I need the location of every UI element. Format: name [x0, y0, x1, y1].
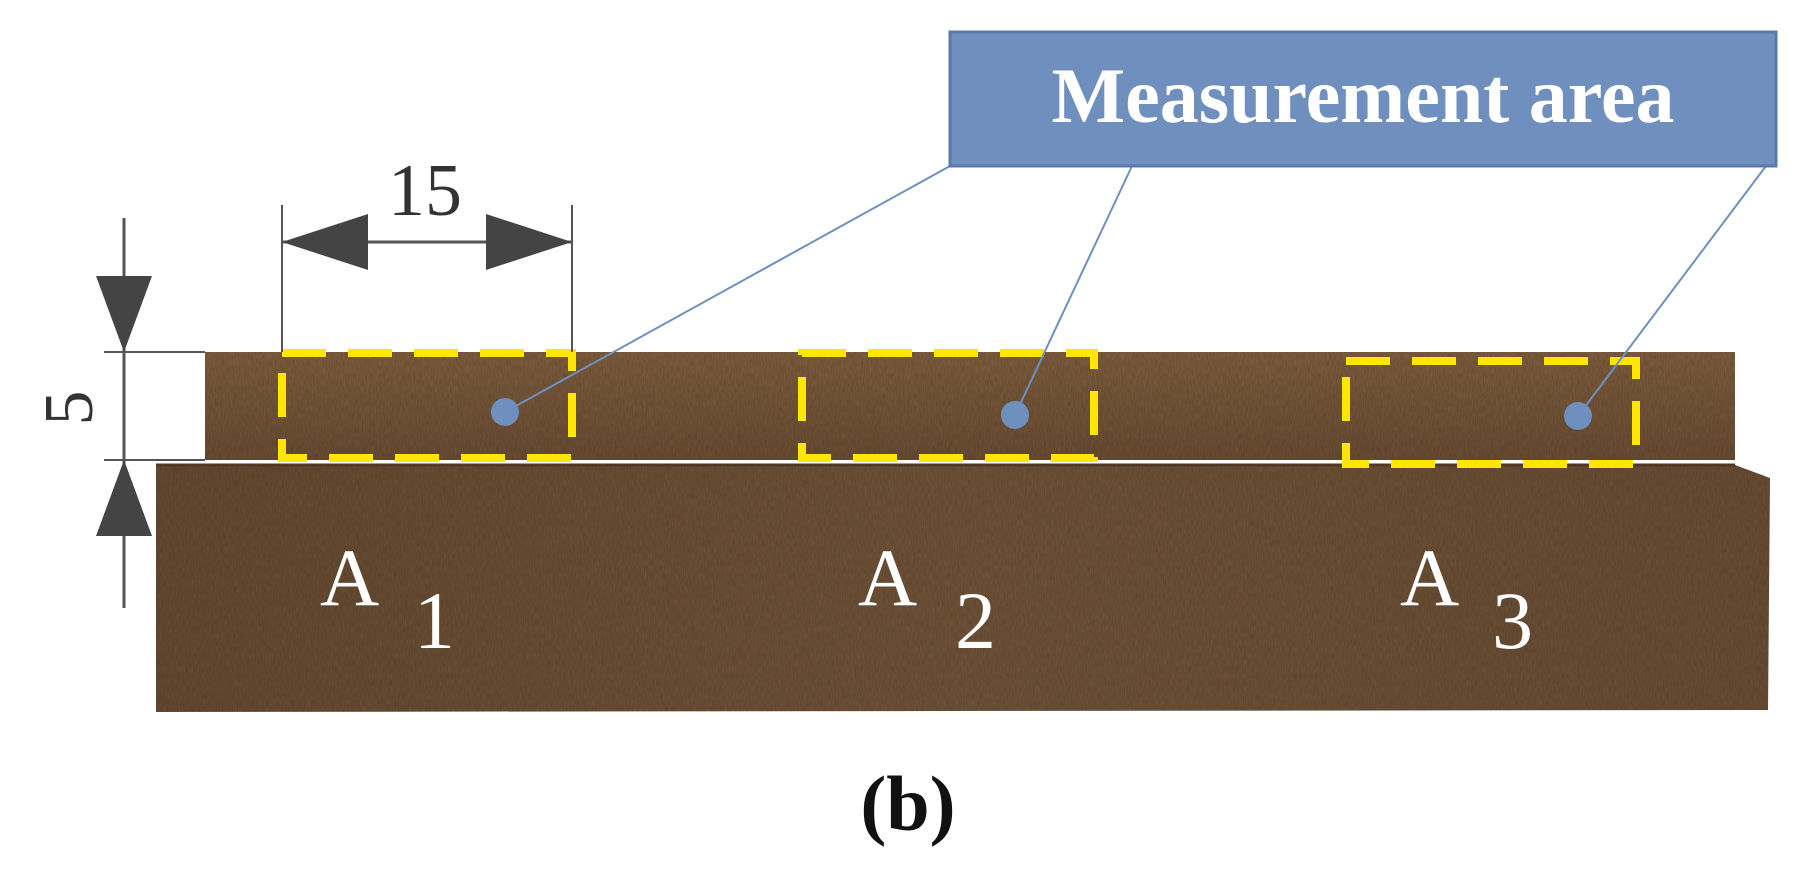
measurement-area-callout: Measurement area	[948, 30, 1778, 168]
measurement-point-a1	[491, 398, 519, 426]
area-label-letter: A	[1400, 532, 1459, 623]
leader-line-a2	[1014, 165, 1133, 416]
area-label-a3: A 3	[1400, 532, 1533, 666]
measurement-point-a3	[1564, 402, 1592, 430]
callout-label: Measurement area	[1051, 52, 1674, 139]
area-label-index: 2	[955, 575, 996, 666]
area-label-letter: A	[320, 532, 379, 623]
area-label-a1: A 1	[320, 532, 455, 666]
width-arrow-right	[486, 214, 572, 270]
measurement-box-a2	[798, 349, 1098, 462]
width-dimension-label: 15	[388, 150, 462, 232]
leader-line-a3	[1577, 165, 1767, 417]
leader-lines	[504, 165, 1767, 417]
area-label-index: 1	[414, 575, 455, 666]
height-arrow-bottom	[96, 460, 152, 536]
specimen-top-strip-texture	[205, 352, 1735, 460]
width-arrow-left	[282, 214, 368, 270]
height-arrow-top	[96, 276, 152, 352]
area-label-index: 3	[1492, 575, 1533, 666]
specimen	[156, 352, 1770, 712]
measurement-boxes	[278, 349, 1640, 468]
height-dimension-label: 5	[31, 391, 108, 426]
measurement-box-a1	[278, 349, 576, 462]
area-label-a2: A 2	[858, 532, 996, 666]
height-dimension: 5	[31, 218, 205, 608]
measurement-box-a3	[1342, 357, 1640, 468]
measurement-points	[491, 398, 1592, 430]
area-labels: A 1 A 2 A 3	[320, 532, 1533, 666]
panel-label: (b)	[860, 760, 955, 847]
area-label-letter: A	[858, 532, 917, 623]
width-dimension: 15	[281, 150, 573, 352]
leader-line-a1	[504, 165, 951, 413]
measurement-point-a2	[1001, 401, 1029, 429]
callout-box	[948, 30, 1778, 168]
specimen-bottom-board-texture	[156, 465, 1770, 712]
